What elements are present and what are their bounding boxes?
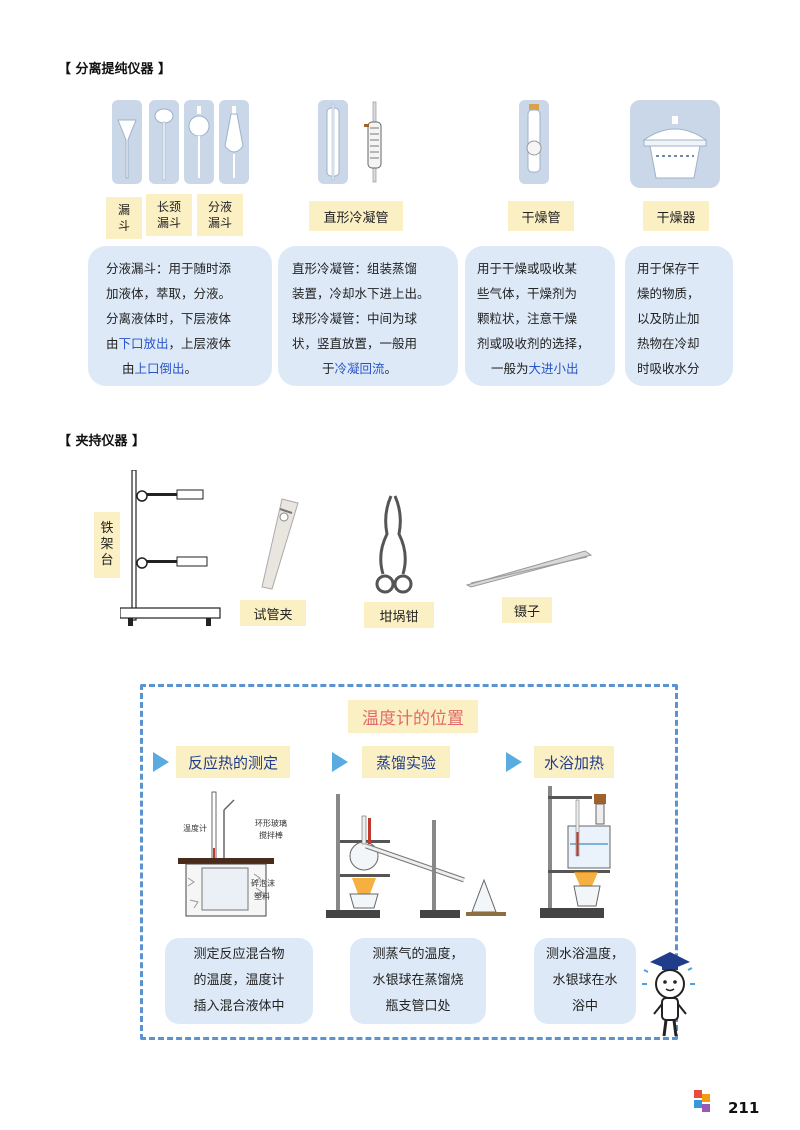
note-thermometer: 温度计	[183, 824, 207, 833]
label-separatory-funnel: 分液 漏斗	[197, 194, 243, 236]
water-bath-illustration	[534, 782, 624, 920]
note-foam-2: 塑料	[254, 892, 270, 901]
desiccator-image	[630, 100, 720, 188]
bubble-desiccator: 用于保存干 燥的物质， 以及防止加 热物在冷却 时吸收水分	[625, 246, 733, 386]
separatory-funnel-round-image	[184, 100, 214, 184]
bubble-text-line: 一般为大进小出	[491, 361, 579, 376]
bubble-text-line: 由上口倒出。	[122, 361, 198, 376]
bubble-text-line: 分液漏斗：用于随时添	[106, 261, 232, 276]
bubble-text-line: 燥的物质，	[637, 286, 700, 301]
label-test-tube-clamp: 试管夹	[240, 600, 306, 626]
thermometer-position-box	[140, 684, 678, 1040]
bubble-text-line: 加液体，萃取，分液。	[106, 286, 232, 301]
bubble-text-line: 剂或吸收剂的选择，	[477, 336, 590, 351]
bubble-text-line: 状，竖直放置，一般用	[292, 336, 418, 351]
bubble-text-line: 于冷凝回流。	[322, 361, 398, 376]
header-distillation: 蒸馏实验	[362, 746, 450, 778]
caption-line: 测水浴温度，	[545, 947, 624, 962]
caption-line: 浴中	[571, 999, 598, 1014]
iron-stand-image	[119, 469, 230, 630]
crucible-tongs-image	[373, 494, 413, 598]
label-long-neck-funnel: 长颈 漏斗	[146, 194, 192, 236]
caption-line: 测定反应混合物	[193, 947, 285, 962]
tweezers-image	[465, 545, 595, 590]
bubble-text-line: 以及防止加	[637, 311, 700, 326]
distillation-illustration	[324, 790, 514, 920]
note-stirrer-2: 搅拌棒	[259, 831, 283, 840]
caption-water-bath: 测水浴温度， 水银球在水 浴中	[534, 938, 636, 1024]
logo-icon	[690, 1088, 718, 1116]
bubble-condenser: 直形冷凝管：组装蒸馏 装置，冷却水下进上出。 球形冷凝管：中间为球 状，竖直放置…	[278, 246, 458, 386]
bubble-text-line: 颗粒状，注意干燥	[477, 311, 578, 326]
caption-line: 瓶支管口处	[385, 999, 451, 1014]
bubble-text-line: 直形冷凝管：组装蒸馏	[292, 261, 418, 276]
header-water-bath: 水浴加热	[534, 746, 614, 778]
page-number: 211	[728, 1099, 760, 1117]
bubble-text-line: 些气体，干燥剂为	[477, 286, 578, 301]
separatory-funnel-pear-image	[219, 100, 249, 184]
bulb-condenser-image	[360, 100, 390, 184]
label-iron-stand: 铁 架 台	[94, 512, 120, 578]
graduate-mascot-icon	[640, 940, 696, 1040]
bubble-text-line: 由下口放出，上层液体	[106, 336, 232, 351]
bubble-separatory-funnel: 分液漏斗：用于随时添 加液体，萃取，分液。 分离液体时，下层液体 由下口放出，上…	[88, 246, 272, 386]
bubble-text-line: 时吸收水分	[637, 361, 700, 376]
bubble-text-line: 用于干燥或吸收某	[477, 261, 578, 276]
section-title-holding: 【 夹持仪器 】	[58, 434, 146, 449]
caption-line: 水银球在水	[552, 973, 618, 988]
drying-tube-image	[519, 100, 549, 184]
label-crucible-tongs: 坩埚钳	[364, 602, 434, 628]
note-foam-1: 碎泡沫	[251, 879, 275, 888]
bubble-drying-tube: 用于干燥或吸收某 些气体，干燥剂为 颗粒状，注意干燥 剂或吸收剂的选择， 一般为…	[465, 246, 615, 386]
test-tube-clamp-image	[258, 495, 308, 595]
arrow-icon	[332, 752, 348, 772]
caption-line: 的温度，温度计	[193, 973, 285, 988]
box-title: 温度计的位置	[348, 699, 478, 733]
bubble-text-line: 用于保存干	[637, 261, 700, 276]
label-straight-condenser: 直形冷凝管	[309, 201, 403, 231]
caption-distillation: 测蒸气的温度， 水银球在蒸馏烧 瓶支管口处	[350, 938, 486, 1024]
section-title-separation: 【 分离提纯仪器 】	[58, 62, 172, 77]
label-drying-tube: 干燥管	[508, 201, 574, 231]
header-reaction-heat: 反应热的测定	[176, 746, 290, 778]
bubble-text-line: 球形冷凝管：中间为球	[292, 311, 418, 326]
label-funnel: 漏 斗	[106, 197, 142, 239]
arrow-icon	[506, 752, 522, 772]
bubble-text-line: 热物在冷却	[637, 336, 700, 351]
note-stirrer-1: 环形玻璃	[255, 819, 287, 828]
straight-condenser-image	[318, 100, 348, 184]
label-tweezers: 镊子	[502, 597, 552, 623]
calorimeter-illustration	[176, 788, 306, 918]
funnel-image	[112, 100, 142, 184]
bubble-text-line: 装置，冷却水下进上出。	[292, 286, 430, 301]
label-desiccator: 干燥器	[643, 201, 709, 231]
long-neck-funnel-image	[149, 100, 179, 184]
arrow-icon	[153, 752, 169, 772]
caption-line: 水银球在蒸馏烧	[372, 973, 464, 988]
box-title-wrap: 温度计的位置	[343, 699, 483, 733]
caption-line: 测蒸气的温度，	[372, 947, 464, 962]
caption-line: 插入混合液体中	[193, 999, 285, 1014]
bubble-text-line: 分离液体时，下层液体	[106, 311, 232, 326]
caption-reaction-heat: 测定反应混合物 的温度，温度计 插入混合液体中	[165, 938, 313, 1024]
